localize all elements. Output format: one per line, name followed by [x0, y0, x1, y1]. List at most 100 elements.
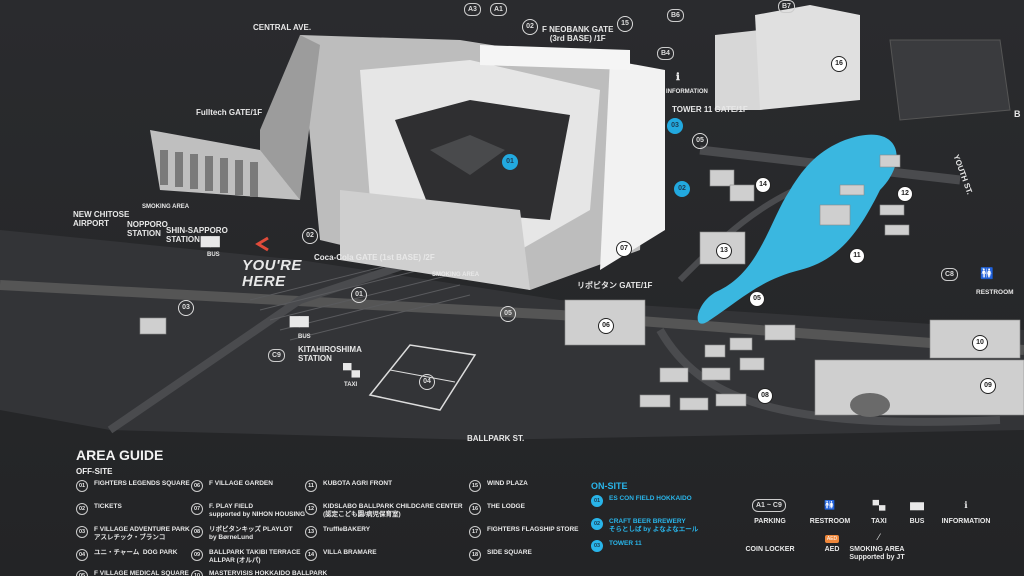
- off-site-item-name: MASTERVISIS HOKKAIDO BALLPARK: [209, 570, 328, 576]
- off-site-item: 01 FIGHTERS LEGENDS SQUARE: [76, 480, 190, 492]
- legend-smoking-icon: ⁄: [878, 532, 880, 542]
- stadium-roof-east: [600, 60, 665, 270]
- infield: [430, 135, 505, 175]
- off-site-item-name: BALLPARK TAKIBI TERRACE ALLPAR (オルパ): [209, 549, 301, 564]
- marker-06: 06: [598, 318, 614, 334]
- field-04: [368, 344, 477, 411]
- restroom-icon: 🚻: [980, 268, 994, 280]
- off-site-item-name: SIDE SQUARE: [487, 549, 532, 556]
- off-site-item-name: FIGHTERS FLAGSHIP STORE: [487, 526, 579, 533]
- lipovitan-gate-label: リポビタン GATE/1F: [577, 281, 653, 290]
- bus-label-2: BUS: [298, 334, 311, 340]
- main-road: [0, 280, 1024, 355]
- off-site-item-name: THE LODGE: [487, 503, 525, 510]
- bus-icon-2: ▆▆: [290, 313, 309, 327]
- concourse-columns: [160, 150, 258, 197]
- legend-parking-code: A1 ~ C9: [752, 499, 786, 512]
- marker-13: 13: [716, 243, 732, 259]
- off-site-item-name: KIDSLABO BALLPARK CHILDCARE CENTER (認定こど…: [323, 503, 463, 518]
- legend-information: INFORMATION: [941, 518, 991, 525]
- off-site-item-number: 03: [76, 526, 88, 538]
- legend-aed: AED: [824, 546, 840, 553]
- on-site-item-name: TOWER 11: [609, 540, 642, 547]
- central-ave-label: CENTRAL AVE.: [253, 23, 312, 32]
- off-site-item-name: KUBOTA AGRI FRONT: [323, 480, 393, 487]
- silo: [850, 393, 890, 417]
- fulltech-gate-label: Fulltech GATE/1F: [196, 108, 263, 117]
- legend-parking: PARKING: [754, 518, 786, 525]
- off-site-item-number: 15: [469, 480, 481, 492]
- aed-tag: AED: [824, 535, 840, 543]
- off-site-item-number: 04: [76, 549, 88, 561]
- off-site-item-number: 13: [305, 526, 317, 538]
- edge-b-label: B: [1014, 109, 1021, 119]
- marker-11: 11: [849, 248, 865, 264]
- off-site-item-number: 10: [191, 570, 203, 576]
- neobank-gate-label: F NEOBANK GATE (3rd BASE) /1F: [542, 25, 614, 43]
- new-chitose-label: NEW CHITOSE AIRPORT: [73, 210, 130, 228]
- stadium-west-wall: [260, 35, 320, 200]
- bus-label-1: BUS: [207, 252, 220, 258]
- legend-coin-locker: COIN LOCKER: [745, 546, 795, 553]
- parking-b7: B7: [778, 0, 795, 13]
- off-site-item: 15 WIND PLAZA: [469, 480, 528, 492]
- marker-02-tickets: 02: [302, 228, 318, 244]
- nopporo-label: NOPPORO STATION: [127, 220, 168, 238]
- tower11-gate-label: TOWER 11 GATE/1F: [672, 105, 748, 114]
- off-site-item-name: TruffleBAKERY: [323, 526, 371, 533]
- off-site-item-number: 18: [469, 549, 481, 561]
- marker-01-square: 01: [351, 287, 367, 303]
- off-site-item: 03 F VILLAGE ADVENTURE PARK アスレチック・ブランコ: [76, 526, 190, 541]
- marker-10: 10: [972, 335, 988, 351]
- on-site-item-number: 02: [591, 518, 603, 530]
- off-site-item: 16 THE LODGE: [469, 503, 525, 515]
- off-site-label: OFF-SITE: [76, 467, 113, 476]
- off-site-item-number: 14: [305, 549, 317, 561]
- parking-a1: A1: [490, 3, 507, 16]
- hotel-block: [715, 30, 760, 110]
- taxi-icon: ▀▄: [343, 363, 361, 377]
- on-site-item-number: 03: [591, 540, 603, 552]
- legend-smoking: SMOKING AREA Supported by JT: [849, 546, 905, 561]
- off-site-item-number: 01: [76, 480, 88, 492]
- off-site-item-name: VILLA BRAMARE: [323, 549, 377, 556]
- off-site-item-name: WIND PLAZA: [487, 480, 528, 487]
- legend-restroom: RESTROOM: [809, 518, 851, 525]
- marker-02-neobank: 02: [522, 19, 538, 35]
- off-site-item-name: TICKETS: [94, 503, 122, 510]
- you-are-here-marker: [255, 236, 269, 252]
- off-site-item-name: F VILLAGE ADVENTURE PARK アスレチック・ブランコ: [94, 526, 190, 541]
- stadium-south-facade: [340, 190, 530, 290]
- marker-14: 14: [755, 177, 771, 193]
- off-site-item-number: 16: [469, 503, 481, 515]
- off-site-item: 18 SIDE SQUARE: [469, 549, 532, 561]
- legend-restroom-icon: 🚻: [824, 500, 836, 510]
- parking-c9: C9: [268, 349, 285, 362]
- off-site-item-number: 11: [305, 480, 317, 492]
- lower-loop-road: [656, 328, 1001, 426]
- legend-taxi: TAXI: [871, 518, 887, 525]
- legend-bus-icon: ▆▆: [910, 500, 924, 510]
- marker-15: 15: [617, 16, 633, 32]
- legend-bus: BUS: [909, 518, 925, 525]
- information-label: INFORMATION: [666, 89, 708, 95]
- ground-plane: [0, 230, 1024, 440]
- restroom-label: RESTROOM: [976, 289, 1014, 296]
- off-site-item-name: FIGHTERS LEGENDS SQUARE: [94, 480, 190, 487]
- on-site-item: 03 TOWER 11: [591, 540, 642, 552]
- taxi-label: TAXI: [344, 382, 358, 388]
- tower-16: [755, 5, 860, 110]
- onsite-marker-03: 03: [667, 118, 683, 134]
- parking-b6: B6: [667, 9, 684, 22]
- smoking-area-label-2: SMOKING AREA: [432, 272, 480, 278]
- off-site-item: 11 KUBOTA AGRI FRONT: [305, 480, 392, 492]
- on-site-label: ON-SITE: [591, 481, 628, 491]
- parking-b4: B4: [657, 47, 674, 60]
